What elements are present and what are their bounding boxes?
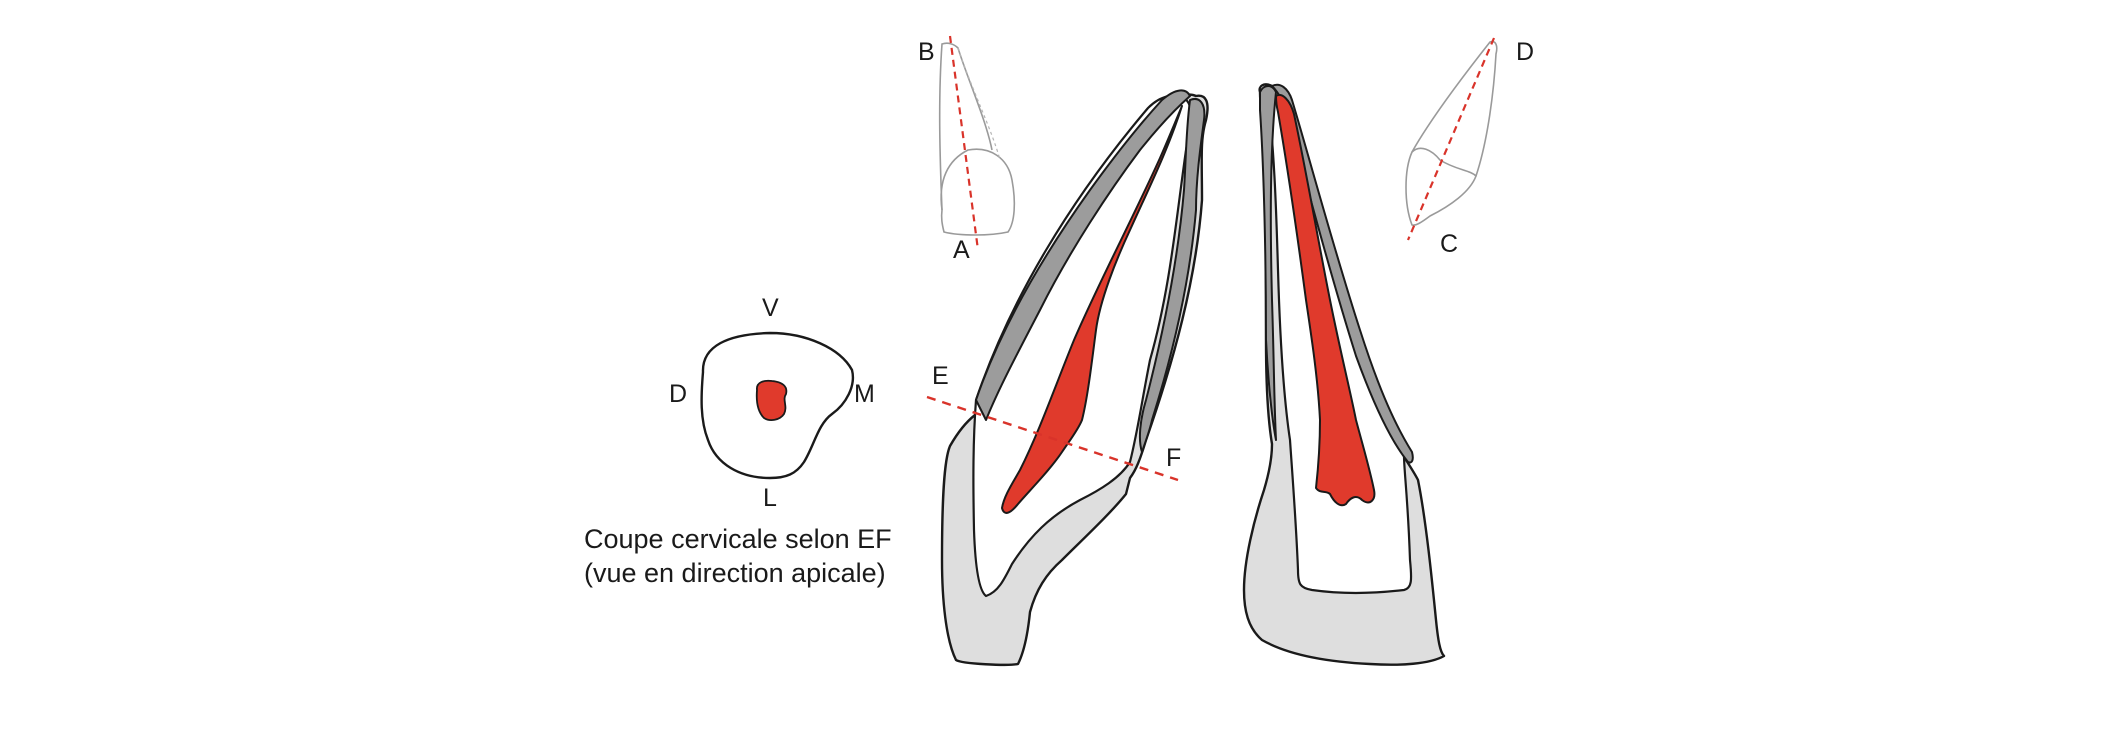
label-d-section: D bbox=[669, 380, 687, 408]
tooth-section-right bbox=[1242, 83, 1446, 666]
thumbnail-tooth-cd bbox=[1405, 37, 1498, 241]
cervical-section bbox=[700, 331, 855, 480]
label-d-top: D bbox=[1516, 38, 1534, 66]
label-l: L bbox=[763, 484, 777, 512]
left-tooth-pulp bbox=[1001, 105, 1183, 514]
right-tooth-enamel-strip-left bbox=[1259, 85, 1277, 441]
tooth-section-left bbox=[926, 89, 1209, 666]
caption-line-2: (vue en direction apicale) bbox=[584, 558, 886, 588]
caption-line-1: Coupe cervicale selon EF bbox=[584, 524, 892, 554]
axis-line-ab bbox=[948, 35, 980, 251]
label-f: F bbox=[1166, 444, 1181, 472]
label-e: E bbox=[932, 362, 949, 390]
label-c: C bbox=[1440, 230, 1458, 258]
axis-line-cd bbox=[1406, 37, 1496, 241]
left-tooth-enamel-strip-right bbox=[1138, 98, 1206, 453]
thumbnail-ab-crown bbox=[940, 148, 1016, 236]
right-tooth-pulp bbox=[1275, 94, 1376, 507]
thumbnail-cd-crown bbox=[1405, 147, 1477, 226]
label-v: V bbox=[762, 294, 779, 322]
label-b: B bbox=[918, 38, 935, 66]
thumbnail-tooth-ab bbox=[938, 35, 1016, 251]
label-a: A bbox=[953, 236, 970, 264]
label-m: M bbox=[854, 380, 875, 408]
thumbnail-ab-root-right bbox=[957, 47, 1001, 161]
section-line-ef bbox=[926, 395, 1179, 482]
thumbnail-cd-root bbox=[1411, 40, 1498, 177]
left-tooth-enamel-strip bbox=[975, 89, 1191, 421]
thumbnail-ab-root bbox=[938, 42, 993, 211]
cervical-section-pulp bbox=[755, 379, 788, 421]
